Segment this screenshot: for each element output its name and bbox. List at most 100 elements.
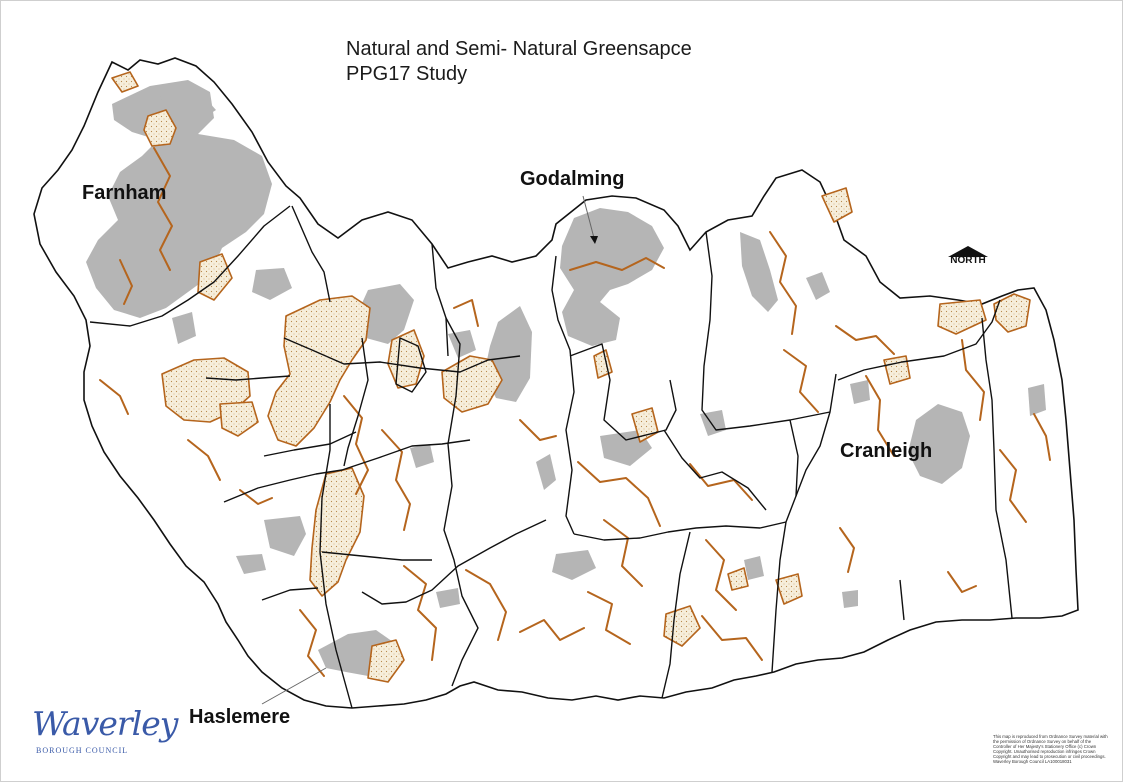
greenspace-corridor	[961, 339, 985, 421]
haslemere-pointer	[261, 667, 327, 705]
urban-area	[410, 444, 434, 468]
greenspace-corridor	[947, 571, 977, 593]
parish-boundary	[291, 205, 331, 303]
town-label-haslemere: Haslemere	[189, 706, 291, 728]
parish-boundary	[431, 243, 449, 357]
parish-boundary	[701, 231, 831, 431]
urban-area	[172, 312, 196, 344]
urban-area	[536, 454, 556, 490]
town-label-godalming: Godalming	[520, 168, 625, 190]
greenspace-corridor	[187, 439, 221, 481]
parish-boundary	[223, 439, 471, 503]
parish-boundary	[795, 373, 837, 497]
urban-area	[806, 272, 830, 300]
greenspace-corridor	[153, 147, 173, 271]
greenspace-area	[821, 187, 853, 223]
urban-area	[86, 80, 272, 318]
greenspace-corridor	[569, 257, 665, 271]
greenspace-area	[267, 295, 371, 447]
parish-boundary	[321, 551, 432, 561]
greenspace-corridor	[577, 461, 661, 527]
greenspace-corridor	[587, 591, 631, 645]
greenspace-corridor	[99, 379, 129, 415]
town-label-farnham: Farnham	[82, 182, 167, 204]
greenspace-corridor	[769, 231, 797, 335]
parish-boundary	[981, 317, 1013, 619]
label-pointers	[261, 195, 595, 705]
parish-boundary	[343, 337, 369, 467]
urban-area	[740, 232, 778, 312]
greenspace-area	[197, 253, 233, 301]
parish-boundary	[89, 205, 291, 327]
council-logo: Waverley BOROUGH COUNCIL	[32, 704, 178, 764]
parish-boundary	[283, 337, 521, 373]
greenspace-corridor	[603, 519, 643, 587]
greenspace-corridor	[381, 429, 411, 531]
town-label-cranleigh: Cranleigh	[840, 440, 933, 462]
greenspace-corridor	[701, 615, 763, 661]
logo-subtitle: BOROUGH COUNCIL	[36, 746, 129, 755]
godalming-pointer	[582, 195, 595, 239]
parish-boundary	[261, 587, 319, 601]
map-title: Natural and Semi- Natural Greensapce	[346, 38, 692, 60]
parish-boundary	[361, 519, 547, 605]
greenspace-corridor	[453, 299, 479, 327]
parish-boundary	[771, 419, 799, 673]
greenspace-corridor	[865, 375, 895, 457]
greenspace-area	[727, 567, 749, 591]
greenspace-corridor	[839, 527, 855, 573]
greenspace-corridor	[403, 565, 437, 661]
north-arrow-icon	[948, 246, 988, 257]
urban-area	[160, 92, 216, 124]
copyright-notice: This map is reproduced from Ordnance Sur…	[993, 734, 1108, 764]
urban-area	[358, 284, 414, 344]
greenspace-area	[219, 401, 259, 437]
greenspace-corridor	[119, 259, 133, 305]
parish-boundary	[661, 531, 691, 699]
parish-boundary	[551, 255, 575, 535]
urban-area	[908, 404, 970, 484]
urban-area	[744, 556, 764, 580]
greenspace-area	[441, 355, 503, 413]
parish-boundary	[573, 521, 787, 541]
greenspace-area	[143, 109, 177, 147]
urban-area	[842, 590, 858, 608]
parish-boundary	[663, 429, 767, 511]
greenspace-areas	[111, 71, 1031, 683]
greenspace-corridor	[835, 325, 895, 355]
logo-wordmark: Waverley	[32, 704, 178, 743]
greenspace-area	[993, 293, 1031, 333]
parish-boundary	[443, 317, 479, 687]
greenspace-corridor	[705, 539, 737, 611]
greenspace-area	[111, 71, 139, 93]
greenspace-area	[775, 573, 803, 605]
greenspace-corridor	[1033, 413, 1051, 461]
parish-boundary	[899, 579, 905, 621]
parish-boundary	[205, 375, 291, 381]
map-subtitle: PPG17 Study	[346, 63, 468, 85]
urban-area	[436, 588, 460, 608]
greenspace-corridor	[689, 463, 753, 501]
urban-areas	[86, 80, 1046, 676]
greenspace-corridor	[343, 395, 369, 495]
urban-area	[1028, 384, 1046, 416]
parish-boundary	[837, 299, 1001, 381]
greenspace-corridor	[519, 419, 557, 441]
parish-boundary	[395, 337, 427, 393]
urban-area	[850, 380, 870, 404]
greenspace-corridor	[519, 619, 585, 641]
north-arrow: NORTH	[938, 244, 998, 268]
greenspace-area	[883, 355, 911, 385]
greenspace-corridor	[999, 449, 1027, 523]
north-label: NORTH	[950, 255, 986, 266]
greenspace-corridor	[299, 609, 325, 677]
greenspace-area	[937, 299, 987, 335]
godalming-pointer-head	[590, 236, 598, 244]
greenspace-corridor	[783, 349, 819, 413]
urban-area	[552, 550, 596, 580]
greenspace-area	[367, 639, 405, 683]
greenspace-corridor	[465, 569, 507, 641]
urban-area	[236, 554, 266, 574]
parish-boundary	[319, 404, 353, 709]
